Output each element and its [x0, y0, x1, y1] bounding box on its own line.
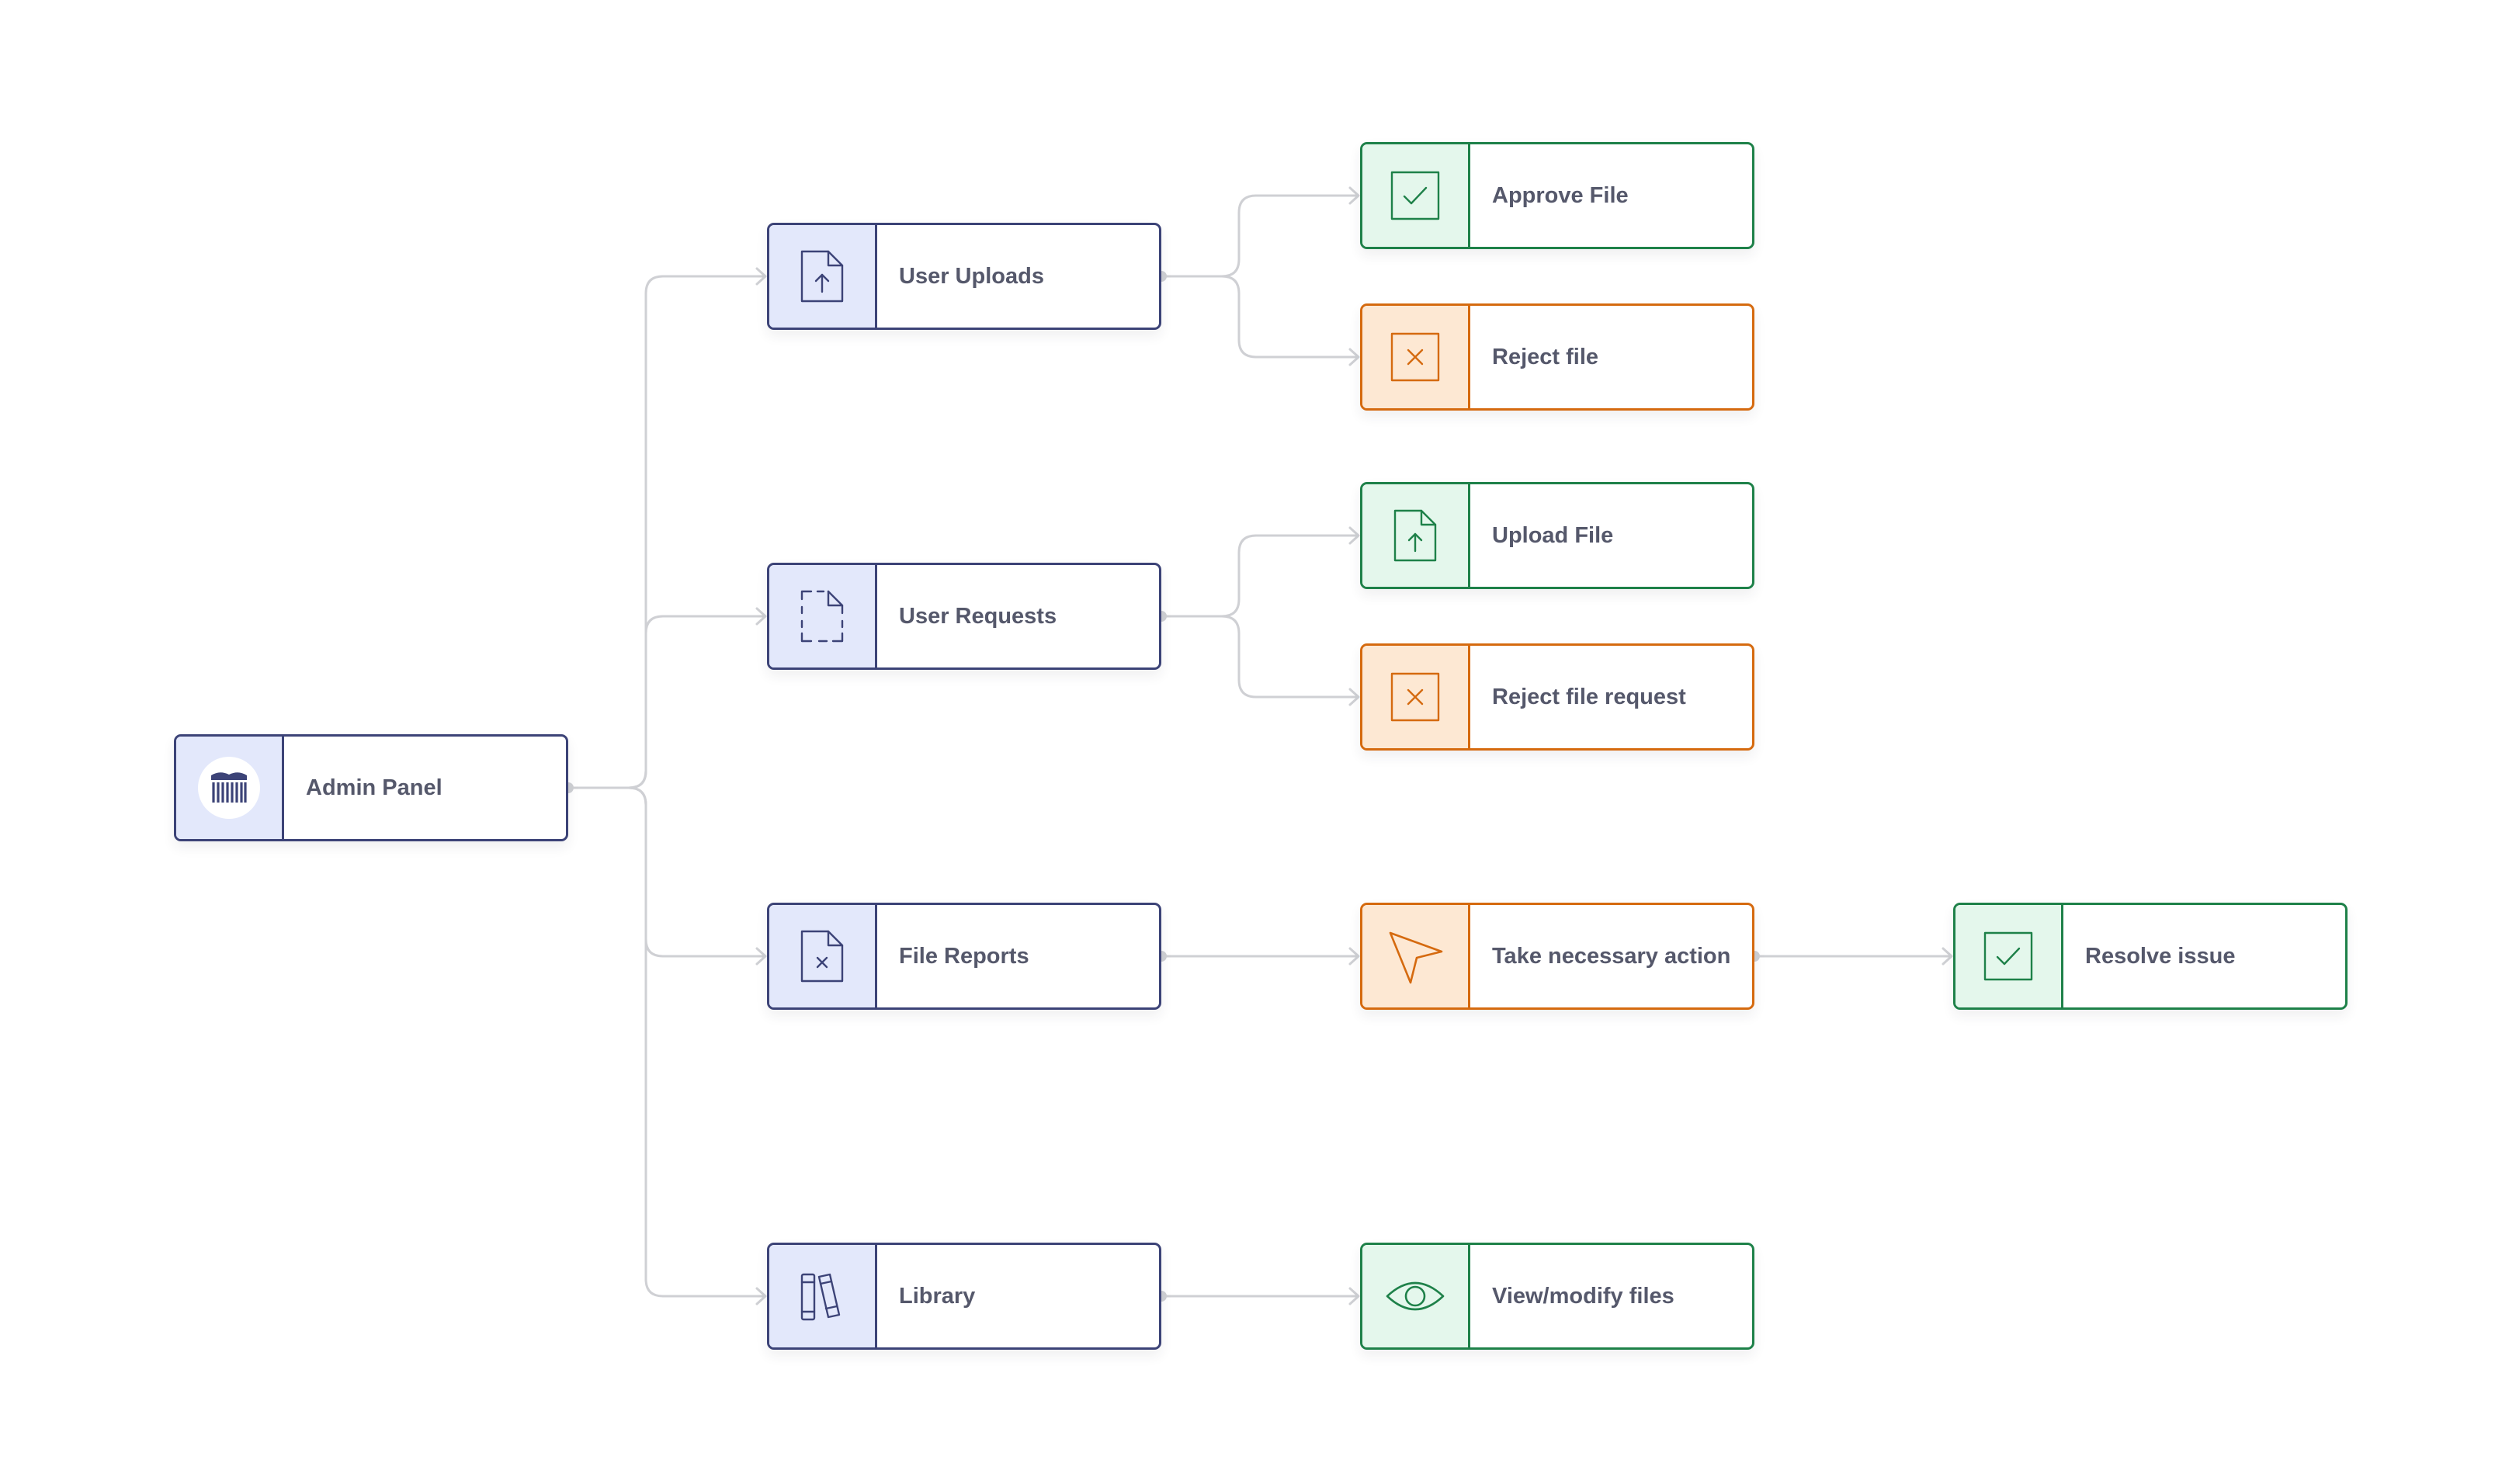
connector-admin_panel-file_reports [568, 786, 765, 958]
reject-file-request-node[interactable]: Reject file request [1360, 643, 1754, 751]
reject-file-request-label: Reject file request [1492, 684, 1686, 709]
connector-user_requests-reject_file_request [1161, 615, 1359, 699]
resolve-issue-icon-box [1955, 905, 2063, 1007]
view-modify-label: View/modify files [1492, 1283, 1674, 1309]
library-icon-box [769, 1245, 877, 1347]
file-reports-icon-box [769, 905, 877, 1007]
connector-user_uploads-reject_file [1161, 275, 1359, 359]
arrowhead-reject_file [1348, 348, 1360, 366]
arrowhead-file_reports [755, 947, 767, 966]
reject-file-node[interactable]: Reject file [1360, 303, 1754, 411]
upload-file-label: Upload File [1492, 522, 1614, 548]
arrowhead-library [755, 1287, 767, 1305]
library-label: Library [899, 1283, 976, 1309]
reject-file-icon-box [1362, 306, 1470, 408]
upload-file-icon-box [1362, 484, 1470, 587]
user-requests-node[interactable]: User Requests [767, 563, 1161, 670]
x-square-icon [1390, 672, 1440, 722]
connector-user_requests-upload_file [1161, 534, 1359, 618]
user-requests-label: User Requests [899, 603, 1057, 629]
arrowhead-upload_file [1348, 526, 1360, 545]
approve-file-label: Approve File [1492, 182, 1629, 208]
take-action-icon-box [1362, 905, 1470, 1007]
user-uploads-icon-box [769, 225, 877, 328]
file-upload-icon [1393, 509, 1437, 562]
arrowhead-resolve_issue [1942, 947, 1953, 966]
resolve-issue-label: Resolve issue [2085, 943, 2236, 969]
reject-file-request-icon-box [1362, 646, 1470, 748]
user-uploads-node[interactable]: User Uploads [767, 223, 1161, 330]
connector-admin_panel-user_requests [568, 615, 765, 789]
approve-file-node[interactable]: Approve File [1360, 142, 1754, 249]
arrowhead-view_modify [1348, 1287, 1360, 1305]
file-upload-icon [800, 250, 844, 303]
check-square-icon [1983, 931, 2033, 981]
connector-user_uploads-approve_file [1161, 194, 1359, 278]
connector-admin_panel-library [568, 786, 765, 1298]
admin-panel-label: Admin Panel [306, 775, 442, 800]
view-modify-node[interactable]: View/modify files [1360, 1243, 1754, 1350]
admin-panel-node[interactable]: Admin Panel [174, 734, 568, 841]
user-uploads-label: User Uploads [899, 263, 1044, 289]
arrowhead-user_uploads [755, 267, 767, 286]
approve-file-icon-box [1362, 144, 1470, 247]
resolve-issue-node[interactable]: Resolve issue [1953, 903, 2348, 1010]
user-requests-icon-box [769, 565, 877, 667]
library-node[interactable]: Library [767, 1243, 1161, 1350]
connector-admin_panel-user_uploads [568, 275, 765, 789]
check-square-icon [1390, 171, 1440, 220]
file-reports-label: File Reports [899, 943, 1029, 969]
admin-panel-icon-box [176, 737, 284, 839]
take-action-label: Take necessary action [1492, 943, 1731, 969]
library-building-icon [198, 757, 260, 819]
view-modify-icon-box [1362, 1245, 1470, 1347]
file-reports-node[interactable]: File Reports [767, 903, 1161, 1010]
file-dashed-icon [800, 590, 844, 643]
upload-file-node[interactable]: Upload File [1360, 482, 1754, 589]
eye-icon [1386, 1281, 1445, 1311]
arrowhead-approve_file [1348, 186, 1360, 205]
file-x-icon [800, 930, 844, 983]
arrowhead-user_requests [755, 607, 767, 626]
cursor-arrow-icon [1389, 931, 1443, 984]
take-action-node[interactable]: Take necessary action [1360, 903, 1754, 1010]
x-square-icon [1390, 332, 1440, 382]
reject-file-label: Reject file [1492, 344, 1598, 369]
arrowhead-take_action [1348, 947, 1360, 966]
books-icon [800, 1273, 841, 1321]
arrowhead-reject_file_request [1348, 688, 1360, 706]
